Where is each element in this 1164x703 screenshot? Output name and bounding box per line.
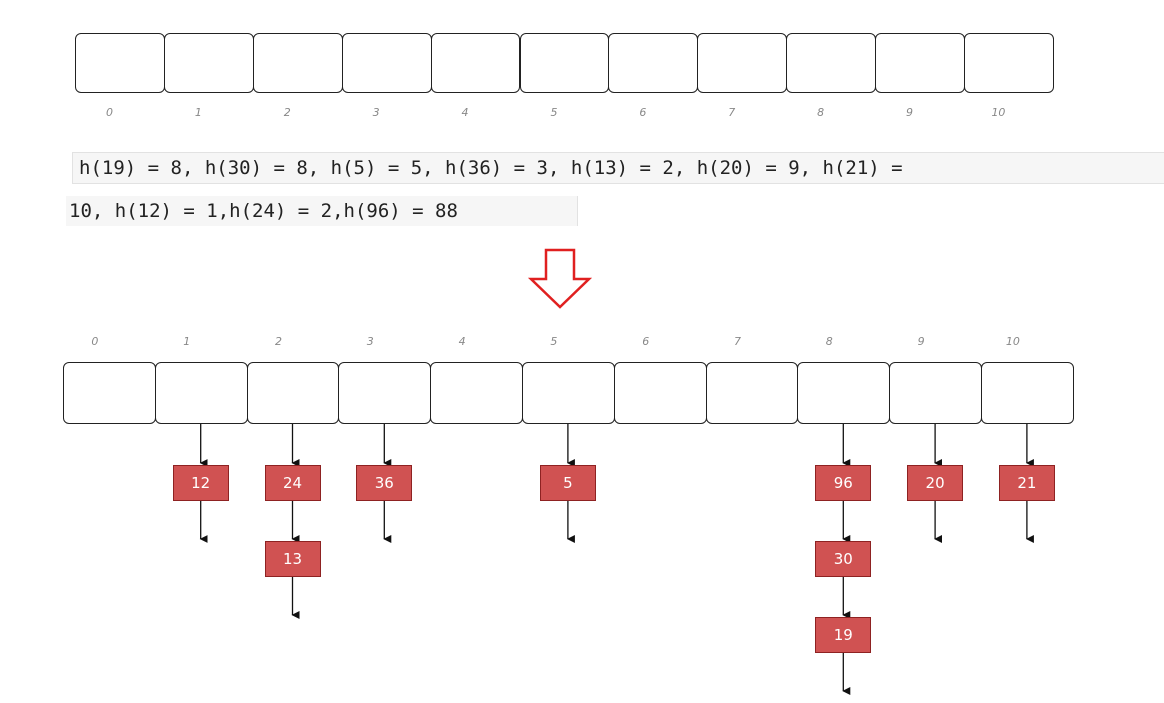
bucket-9 xyxy=(889,362,982,424)
bucket-index-label: 6 xyxy=(642,335,650,348)
bucket-4 xyxy=(430,362,523,424)
chain-node: 24 xyxy=(264,465,321,501)
bucket-8 xyxy=(797,362,891,424)
hash-values-line-2: 10, h(12) = 1,h(24) = 2,h(96) = 88 xyxy=(66,196,578,226)
bucket-index-label: 7 xyxy=(734,335,741,348)
bucket-index-label: 8 xyxy=(825,335,833,348)
top-index-label: 10 xyxy=(991,106,1006,119)
top-index-label: 4 xyxy=(461,106,469,119)
chain-node: 20 xyxy=(907,465,964,501)
top-index-label: 9 xyxy=(906,106,914,119)
chain-node: 19 xyxy=(815,617,872,653)
chain-node: 13 xyxy=(264,541,321,577)
top-index-label: 5 xyxy=(550,106,558,119)
chain-node: 21 xyxy=(998,465,1055,501)
chain-node: 12 xyxy=(172,465,229,501)
top-bucket-2 xyxy=(252,33,343,93)
top-index-label: 8 xyxy=(817,106,825,119)
top-bucket-7 xyxy=(697,33,788,93)
top-bucket-9 xyxy=(875,33,965,93)
chain-node: 5 xyxy=(539,465,596,501)
top-index-label: 2 xyxy=(283,106,291,119)
bucket-2 xyxy=(246,362,340,424)
bucket-index-label: 3 xyxy=(366,335,374,348)
bucket-index-label: 0 xyxy=(91,335,99,348)
bucket-index-label: 4 xyxy=(458,335,466,348)
top-index-label: 6 xyxy=(639,106,647,119)
top-bucket-4 xyxy=(430,33,521,93)
top-index-label: 0 xyxy=(105,106,113,119)
bucket-index-label: 10 xyxy=(1005,335,1020,348)
bucket-index-label: 2 xyxy=(275,335,282,348)
bucket-5 xyxy=(522,362,615,424)
top-bucket-8 xyxy=(786,33,877,93)
top-bucket-6 xyxy=(608,33,699,93)
chain-node: 96 xyxy=(815,465,872,501)
top-bucket-0 xyxy=(75,33,165,93)
top-index-label: 7 xyxy=(728,106,736,119)
top-bucket-1 xyxy=(163,33,254,93)
bucket-7 xyxy=(705,362,799,424)
chain-node: 36 xyxy=(356,465,413,501)
top-index-label: 1 xyxy=(194,106,202,119)
top-index-label: 3 xyxy=(372,106,380,119)
bucket-index-label: 9 xyxy=(917,335,925,348)
bucket-index-label: 1 xyxy=(183,335,191,348)
bucket-3 xyxy=(338,362,432,424)
bucket-10 xyxy=(981,362,1074,424)
chain-node: 30 xyxy=(815,541,872,577)
hash-values-line-1: h(19) = 8, h(30) = 8, h(5) = 5, h(36) = … xyxy=(72,152,1164,184)
bucket-index-label: 5 xyxy=(550,335,558,348)
top-bucket-10 xyxy=(964,33,1054,93)
bucket-6 xyxy=(613,362,707,424)
bucket-1 xyxy=(154,362,248,424)
top-bucket-5 xyxy=(519,33,610,93)
